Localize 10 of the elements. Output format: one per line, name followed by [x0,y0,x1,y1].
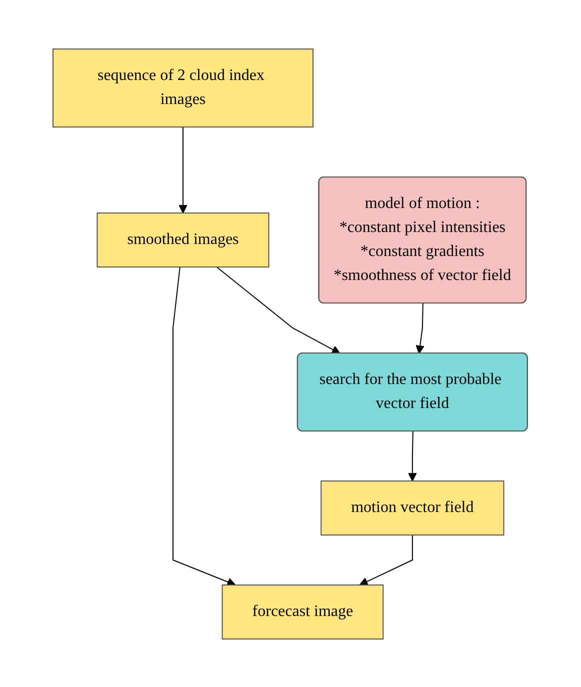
arrow [178,126,188,213]
node-box: smoothed images [97,212,270,267]
arrow [360,534,414,586]
arrow [172,266,236,586]
node-box: sequence of 2 cloud index images [52,48,314,127]
arrow [408,430,418,481]
node-box: motion vector field [320,480,505,535]
arrow [416,302,425,354]
node-box: forcecast image [222,584,384,639]
arrow [216,266,341,354]
